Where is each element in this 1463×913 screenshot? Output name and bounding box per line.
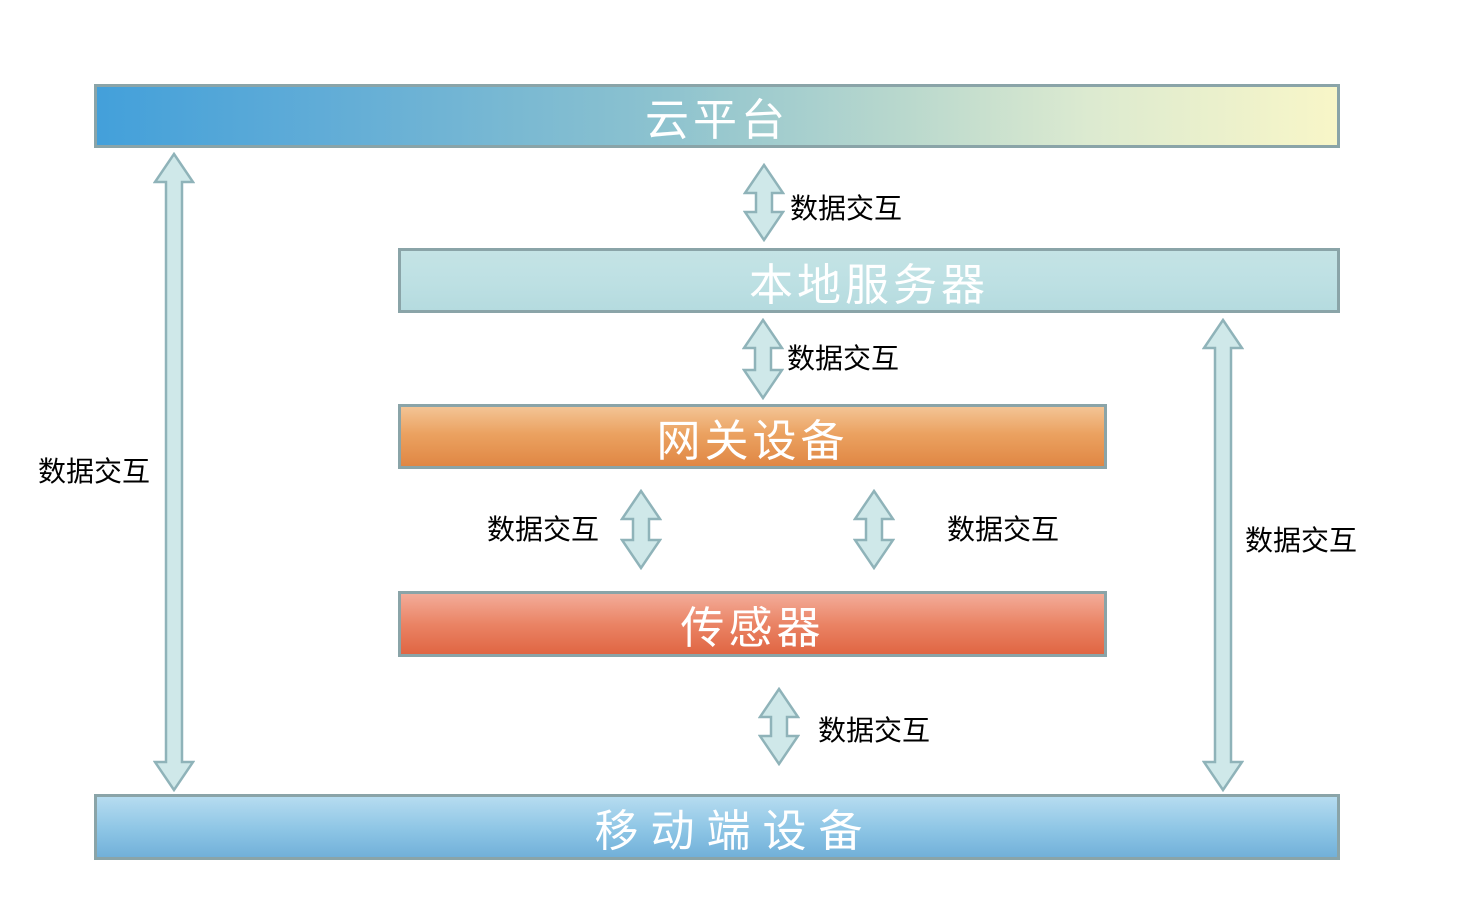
edge-label-cloud-mobile: 数据交互 (38, 457, 151, 488)
node-local-server-label: 本地服务器 (749, 260, 989, 310)
node-mobile-device-label: 移动端设备 (594, 807, 875, 856)
edge-label-local-mobile: 数据交互 (1245, 526, 1358, 557)
double-arrow-cloud-local-icon (743, 163, 785, 242)
node-mobile-device: 移动端设备 (94, 794, 1340, 860)
double-arrow-sensor-mobile-icon (758, 687, 800, 766)
double-arrow-local-gateway-icon (742, 318, 784, 400)
node-cloud-platform-label: 云平台 (645, 96, 789, 145)
edge-label-gateway-sensor-left: 数据交互 (487, 515, 600, 546)
edge-label-gateway-sensor-right: 数据交互 (947, 515, 1060, 546)
double-arrow-gateway-sensor-right-icon (853, 489, 895, 570)
node-cloud-platform: 云平台 (94, 84, 1340, 148)
edge-label-local-gateway: 数据交互 (787, 344, 900, 375)
double-arrow-gateway-sensor-left-icon (620, 489, 662, 570)
double-arrow-local-mobile-icon (1202, 318, 1244, 792)
double-arrow-cloud-mobile-icon (153, 152, 195, 792)
node-gateway-device-label: 网关设备 (656, 416, 849, 466)
edge-label-cloud-local: 数据交互 (790, 194, 903, 225)
node-local-server: 本地服务器 (398, 248, 1340, 313)
node-sensor: 传感器 (398, 591, 1107, 657)
edge-label-sensor-mobile: 数据交互 (818, 716, 931, 747)
node-sensor-label: 传感器 (680, 604, 825, 653)
node-gateway-device: 网关设备 (398, 404, 1107, 469)
